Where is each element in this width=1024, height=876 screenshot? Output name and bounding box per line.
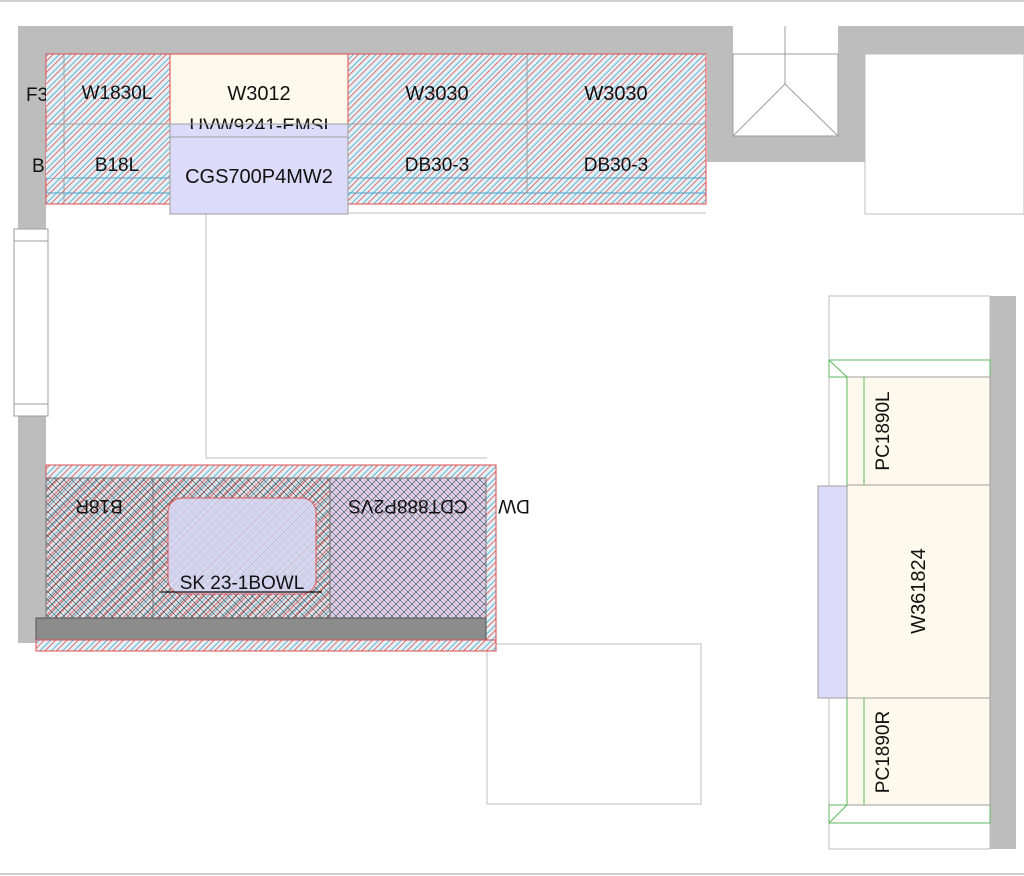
peninsula-appliance[interactable] bbox=[817, 485, 848, 699]
walls bbox=[18, 26, 1024, 849]
corner-closet bbox=[732, 26, 839, 137]
label-db30-2: DB30-3 bbox=[584, 155, 648, 176]
w3012-cabinet[interactable] bbox=[169, 53, 349, 125]
label-f3: F3 bbox=[26, 85, 48, 106]
left-wall-lower bbox=[18, 416, 46, 643]
top-cabinet-run bbox=[45, 53, 707, 215]
label-w3030-1: W3030 bbox=[405, 83, 468, 105]
peninsula-top-strip bbox=[828, 359, 991, 378]
label-pc1890l: PC1890L bbox=[873, 391, 894, 470]
label-pc1890r: PC1890R bbox=[873, 711, 894, 793]
label-w361824: W361824 bbox=[908, 548, 930, 634]
peninsula-bevel-bl bbox=[828, 804, 848, 824]
label-b18l: B18L bbox=[95, 155, 139, 176]
sink-toe-kick bbox=[35, 617, 487, 641]
dishwasher-appliance[interactable] bbox=[329, 477, 487, 619]
right-wall bbox=[990, 296, 1016, 849]
peninsula-bottom-strip bbox=[828, 804, 991, 824]
sink-run bbox=[35, 464, 497, 652]
filler-mask bbox=[46, 78, 64, 108]
top-run-base[interactable] bbox=[46, 54, 706, 204]
sink-bowl[interactable] bbox=[167, 497, 317, 595]
closet-diagonal-2 bbox=[784, 83, 839, 137]
sink-front-edge bbox=[35, 639, 497, 652]
peninsula bbox=[817, 359, 991, 824]
label-dw: DW bbox=[498, 495, 530, 516]
pc1890r-cabinet[interactable] bbox=[846, 697, 991, 806]
peninsula-bevel-tl bbox=[828, 359, 848, 378]
dining-area-outline bbox=[486, 643, 702, 805]
left-window bbox=[13, 228, 49, 417]
bf-mask bbox=[46, 150, 64, 178]
label-w1830l: W1830L bbox=[82, 83, 153, 104]
range-appliance[interactable] bbox=[169, 123, 349, 215]
label-sink: SK 23-1BOWL bbox=[180, 573, 305, 594]
label-db30-1: DB30-3 bbox=[405, 155, 469, 176]
top-wall-left bbox=[18, 26, 732, 54]
hood-label-clip: UVW9241-EMSI bbox=[189, 116, 328, 137]
label-w3012: W3012 bbox=[227, 83, 290, 105]
label-dishwasher: CDT888P2VS bbox=[348, 495, 467, 516]
window-frame bbox=[13, 228, 49, 417]
label-range: CGS700P4MW2 bbox=[185, 166, 333, 188]
closet-wall-right bbox=[838, 26, 865, 162]
label-w3030-2: W3030 bbox=[584, 83, 647, 105]
top-run-outline bbox=[45, 53, 707, 205]
adjacent-room-right bbox=[864, 53, 1024, 215]
closet-diagonal-1 bbox=[732, 83, 786, 137]
top-wall-right bbox=[838, 26, 1024, 54]
label-hood: UVW9241-EMSI bbox=[189, 116, 328, 137]
label-b18r: B18R bbox=[75, 495, 123, 516]
left-wall-upper bbox=[18, 26, 46, 229]
pc1890l-cabinet[interactable] bbox=[846, 376, 991, 486]
